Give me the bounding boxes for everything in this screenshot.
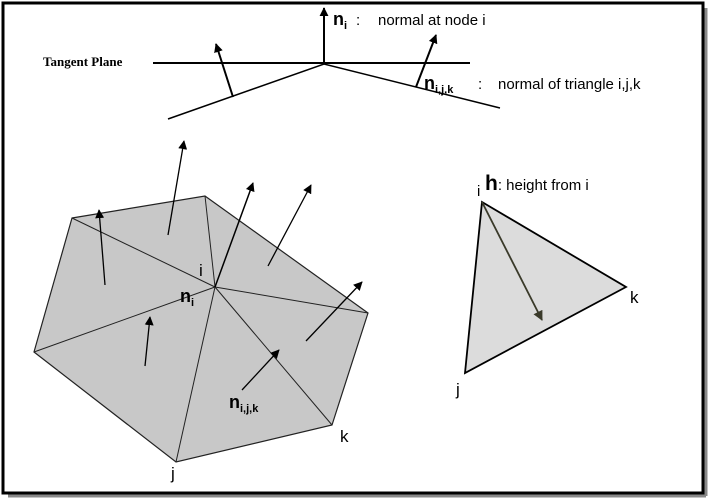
mesh-n-ijk-label: ni,j,k — [229, 392, 259, 415]
h-symbol: h — [485, 172, 498, 195]
height-triangle: h: height from i i k j — [455, 172, 639, 399]
mesh-face-normal-arrow-5 — [241, 349, 280, 391]
mesh-face-normal-arrow-3 — [267, 184, 312, 267]
normal-of-triangle-text: normal of triangle i,j,k — [498, 76, 641, 93]
n-i-colon-top: : — [356, 12, 360, 29]
n-i-symbol-top: ni — [333, 9, 347, 32]
height-triangle-shape — [463, 200, 628, 375]
height-legend: h: height from i — [485, 172, 589, 195]
triangle-normal-legend: ni,j,k : normal of triangle i,j,k — [424, 73, 641, 96]
triangle-normal-arrow-right — [415, 34, 438, 88]
mesh-patch: i ni ni,j,k k j — [33, 140, 369, 483]
mesh-face-normal-arrow-2 — [167, 140, 188, 236]
mesh-node-j-label: j — [170, 464, 175, 483]
mesh-edge-6 — [33, 286, 216, 353]
mesh-edge-5 — [175, 286, 216, 463]
mesh-node-i-label: i — [199, 261, 203, 280]
mesh-face-normal-arrow-6 — [144, 316, 154, 367]
tangent-plane-label: Tangent Plane — [43, 54, 123, 69]
normal-at-node-text: normal at node i — [378, 12, 486, 29]
height-from-i-text: : height from i — [498, 177, 589, 194]
n-ijk-colon-top: : — [478, 76, 482, 93]
mesh-face-normal-arrow-1 — [95, 209, 106, 286]
triangle-normal-arrow-left — [214, 43, 234, 98]
mesh-edge-1 — [71, 217, 216, 288]
node-normal-legend: ni : normal at node i — [333, 9, 486, 32]
mesh-n-i-label: ni — [180, 286, 194, 309]
triangle-node-j-label: j — [455, 380, 460, 399]
mesh-face-normal-arrow-4 — [305, 281, 363, 342]
mesh-edge-2 — [204, 195, 216, 288]
mesh-node-k-label: k — [340, 427, 349, 446]
n-ijk-symbol-top: ni,j,k — [424, 73, 454, 96]
mesh-node-normal-arrow — [214, 182, 255, 288]
triangle-node-k-label: k — [630, 288, 639, 307]
height-arrow — [481, 201, 543, 321]
triangle-node-i-label: i — [477, 183, 480, 200]
mesh-edge-3 — [214, 286, 369, 314]
